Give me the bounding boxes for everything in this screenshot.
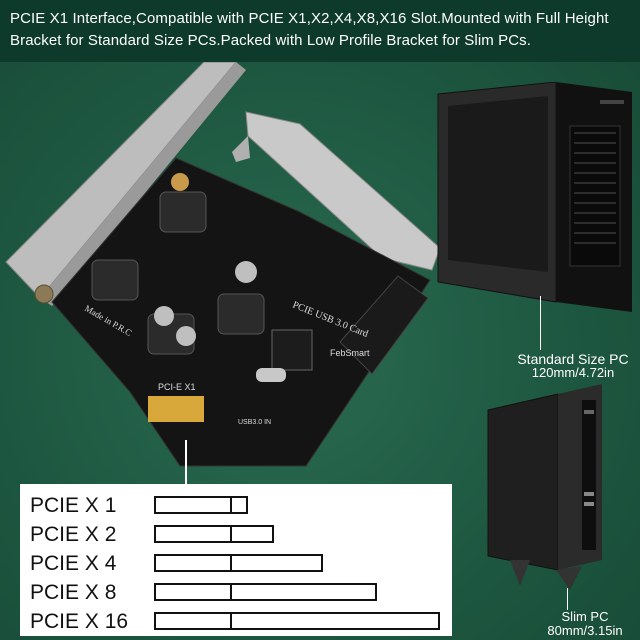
lane-label: PCIE X 2	[30, 523, 117, 546]
lane-slot-key	[230, 525, 232, 543]
standard-pc-caption: Standard Size PC 120mm/4.72in	[506, 352, 640, 380]
pcb-board	[51, 157, 431, 467]
lane-label: PCIE X 8	[30, 581, 117, 604]
lane-row: PCIE X 2	[22, 519, 454, 549]
standard-pc-title: Standard Size PC	[517, 351, 629, 367]
standard-pc-size: 120mm/4.72in	[531, 365, 615, 380]
pointer-line	[185, 440, 187, 486]
lane-row: PCIE X 1	[22, 490, 454, 520]
slim-pc-tower	[487, 384, 602, 590]
lane-row: PCIE X 4	[22, 548, 454, 578]
slim-pc-size: 80mm/3.15in	[547, 623, 623, 638]
lane-slot-key	[230, 496, 232, 514]
slim-pc-title: Slim PC	[561, 609, 609, 624]
low-profile-bracket	[232, 111, 441, 271]
lane-slot-bar	[154, 554, 323, 572]
gold-fingers	[148, 396, 204, 422]
slot-label: PCI-E X1	[158, 382, 196, 392]
lane-label: PCIE X 1	[30, 494, 117, 517]
lane-label: PCIE X 16	[30, 610, 129, 633]
brand-label: FebSmart	[330, 348, 370, 358]
lane-slot-key	[230, 554, 232, 572]
lane-row: PCIE X 16	[22, 606, 454, 636]
pcie-card-illustration: PCIE USB 3.0 Card FebSmart Made in P.R.C…	[5, 62, 441, 467]
slim-pc-caption: Slim PC 80mm/3.15in	[530, 610, 640, 638]
port-label: USB3.0 IN	[238, 419, 271, 426]
lane-row: PCIE X 8	[22, 577, 454, 607]
standard-pc-tower	[437, 82, 632, 312]
slot-compatibility-legend: PCIE X 1 PCIE X 2 PCIE X 4 PCIE X 8 PCIE X 1…	[20, 484, 452, 636]
lane-slot-bar	[154, 496, 248, 514]
lane-slot-key	[230, 583, 232, 601]
banner-caption: PCIE X1 Interface,Compatible with PCIE X…	[0, 0, 640, 62]
lane-slot-key	[230, 612, 232, 630]
full-height-bracket	[5, 62, 246, 306]
lane-slot-bar	[154, 583, 377, 601]
lane-label: PCIE X 4	[30, 552, 117, 575]
slim-pc-dimension-line	[567, 588, 568, 610]
lane-slot-bar	[154, 612, 440, 630]
lane-slot-bar	[154, 525, 274, 543]
standard-pc-dimension-line	[540, 296, 541, 350]
